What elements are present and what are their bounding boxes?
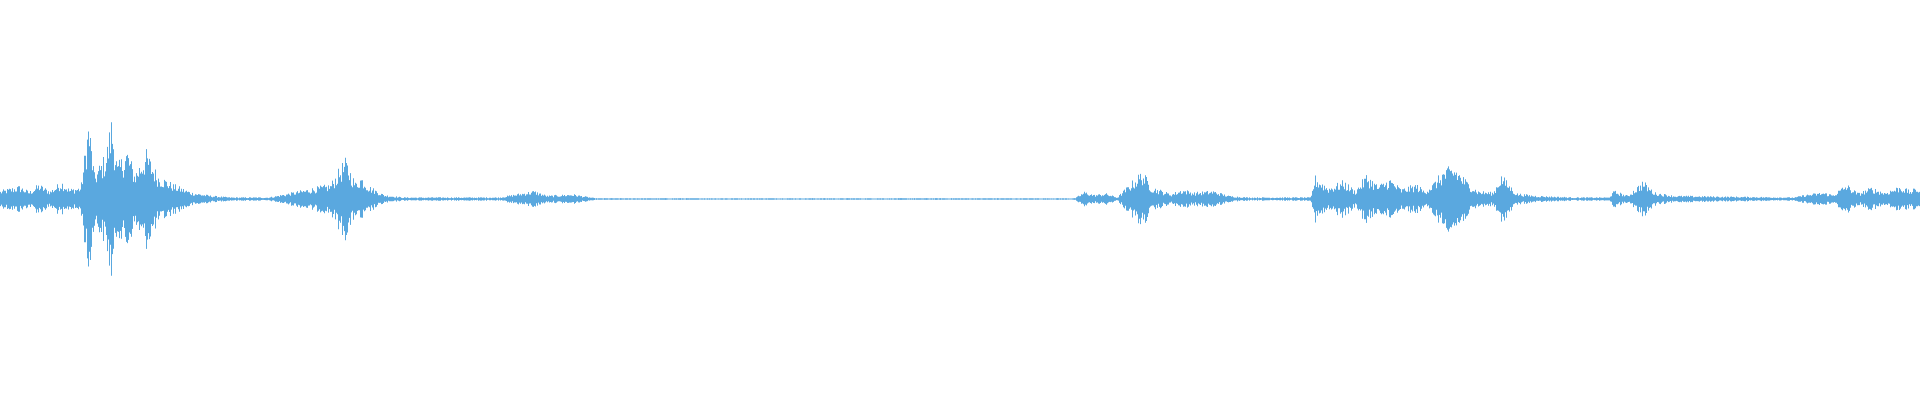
waveform-amplitude-path: [0, 122, 1920, 276]
waveform-trace: [0, 122, 1920, 276]
